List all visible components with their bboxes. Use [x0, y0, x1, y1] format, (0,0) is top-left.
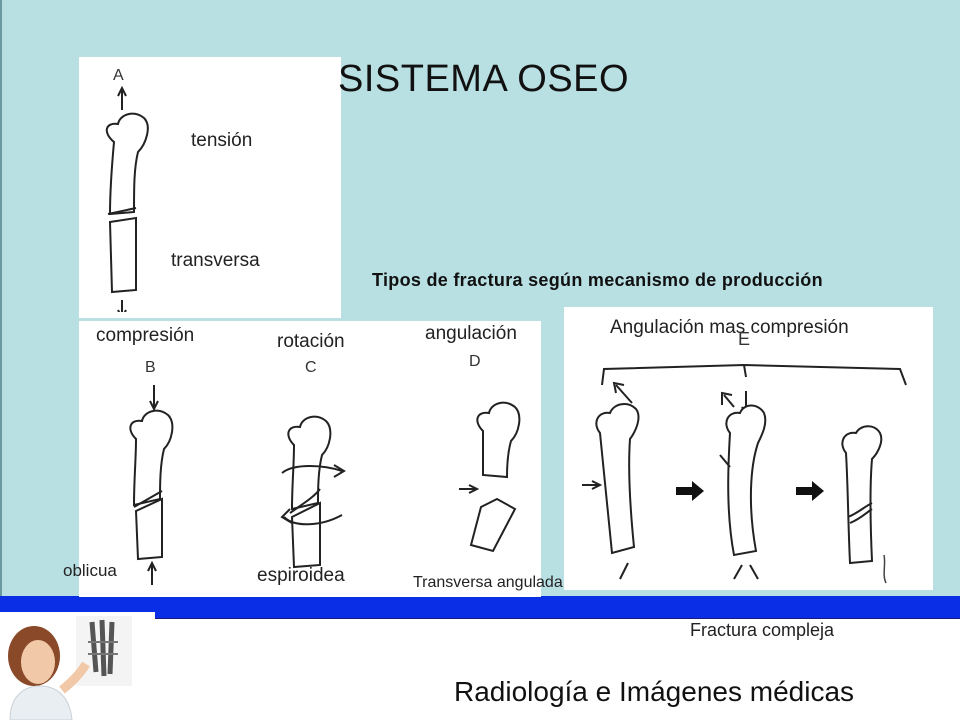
- blue-band: [0, 596, 960, 618]
- panel-a-letter: A: [113, 67, 124, 84]
- panel-b-letter: B: [145, 359, 156, 376]
- oblicua-label: oblicua: [63, 561, 117, 580]
- rotacion-label: rotación: [277, 331, 345, 352]
- femur-compression-illustration: [129, 385, 174, 585]
- transversa-label: transversa: [171, 250, 260, 271]
- subtitle: Tipos de fractura según mecanismo de pro…: [372, 270, 823, 290]
- femur-tension-illustration: [105, 85, 149, 312]
- panel-bcd: compresión B oblicua rotación C espiroid…: [63, 321, 563, 597]
- compresion-label: compresión: [96, 325, 195, 346]
- footer-title: Radiología e Imágenes médicas: [454, 676, 855, 707]
- panel-d-letter: D: [469, 353, 481, 370]
- femur-complex-fracture-illustration: [582, 363, 907, 584]
- fractura-compleja-label: Fractura compleja: [690, 620, 835, 640]
- tension-label: tensión: [191, 130, 253, 151]
- espiroidea-label: espiroidea: [257, 565, 345, 586]
- panel-a: A tensión transversa: [79, 57, 341, 318]
- angulacion-label: angulación: [425, 323, 517, 344]
- transversa-angulada-label: Transversa angulada: [413, 574, 563, 591]
- page-title: SISTEMA OSEO: [338, 58, 630, 100]
- femur-angulation-illustration: [459, 401, 521, 553]
- angulacion-compresion-label: Angulación mas compresión: [610, 317, 849, 338]
- panel-c-letter: C: [305, 359, 317, 376]
- panel-e-letter: E: [738, 329, 751, 349]
- femur-rotation-illustration: [280, 415, 346, 569]
- doctor-with-xray-image: [0, 612, 155, 720]
- divider-line: [150, 618, 960, 619]
- panel-e: Angulación mas compresión E: [564, 307, 933, 590]
